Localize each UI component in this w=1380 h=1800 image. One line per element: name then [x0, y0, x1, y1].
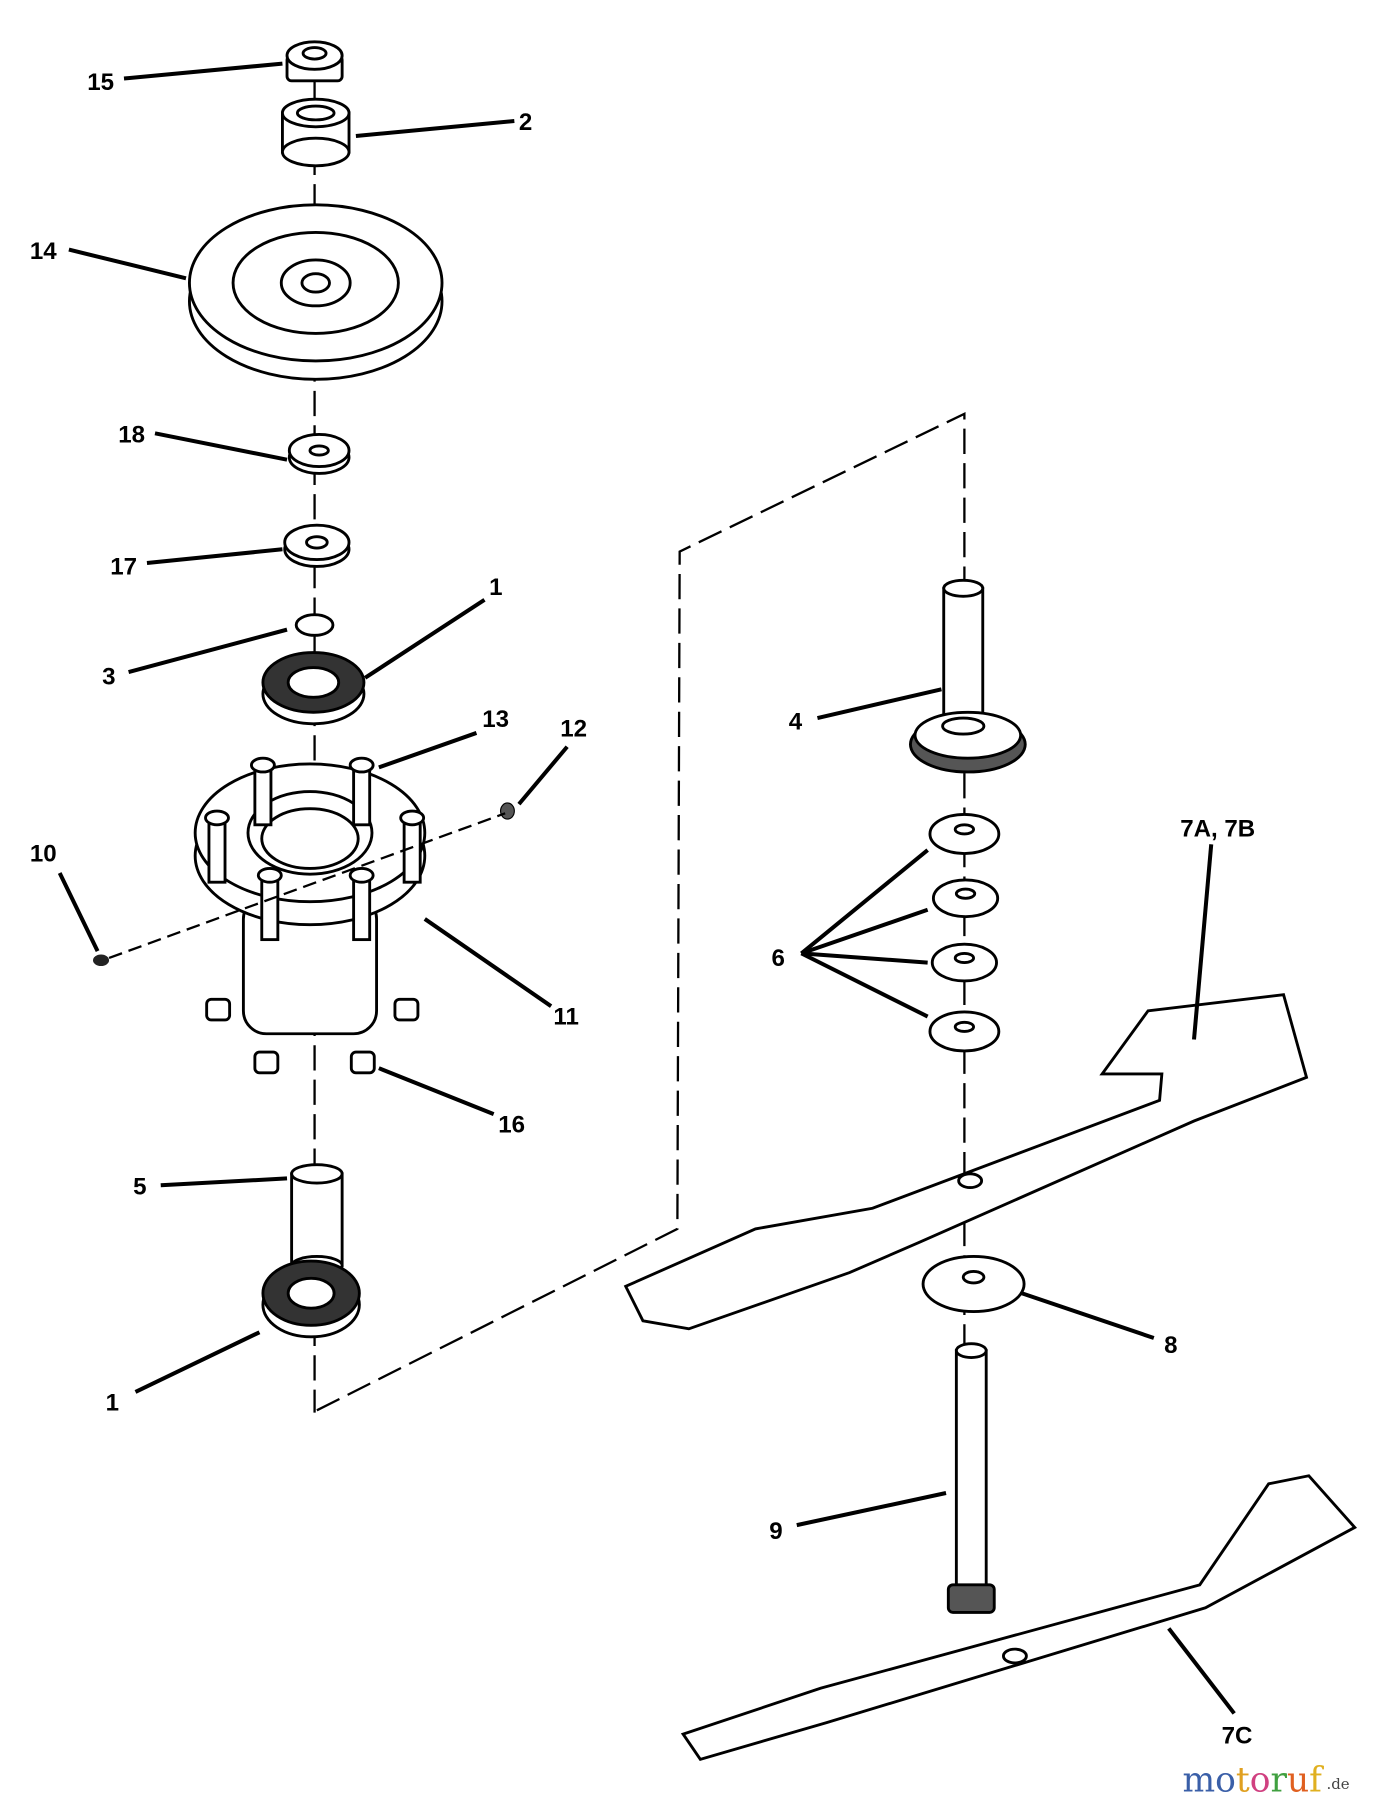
callout-6: 6 — [772, 945, 785, 972]
part-8-washer — [921, 1255, 1026, 1314]
part-6-shims — [928, 813, 1001, 1053]
part-1-bearing-top — [261, 651, 366, 726]
callout-1-top: 1 — [489, 574, 502, 601]
callout-3: 3 — [102, 664, 115, 691]
callout-15: 15 — [87, 69, 114, 96]
callout-9: 9 — [769, 1518, 782, 1545]
part-11-spindle-housing — [193, 762, 427, 1036]
part-3-snap-ring — [294, 613, 335, 637]
part-10-fitting — [92, 954, 110, 967]
part-18-washer — [287, 433, 351, 475]
fitting-axis-line — [108, 812, 506, 960]
callout-13: 13 — [482, 706, 509, 733]
callout-17: 17 — [110, 554, 137, 581]
callout-1-bottom: 1 — [106, 1389, 119, 1416]
callout-11: 11 — [553, 1004, 578, 1031]
leader-lines — [57, 61, 1236, 1715]
part-7c-blade — [680, 1474, 1358, 1762]
callout-4: 4 — [789, 709, 803, 736]
callout-12: 12 — [560, 715, 587, 742]
part-14-pulley — [187, 203, 444, 381]
callout-7a-7b: 7A, 7B — [1180, 815, 1255, 842]
watermark-word: motoruf — [1183, 1760, 1325, 1800]
callout-2: 2 — [519, 109, 532, 136]
part-15-nut — [285, 40, 344, 83]
part-1-bearing-bottom — [261, 1259, 361, 1339]
part-13-bolts — [204, 756, 426, 942]
callout-18: 18 — [118, 421, 145, 448]
callout-7c: 7C — [1222, 1722, 1253, 1749]
part-12-fitting — [499, 802, 515, 820]
part-16-nuts — [205, 997, 420, 1075]
blade-7c-center-hole — [1001, 1647, 1028, 1665]
motoruf-watermark: motoruf .de — [1183, 1760, 1350, 1800]
callout-14: 14 — [30, 238, 57, 265]
part-2-bushing — [280, 97, 351, 168]
callout-5: 5 — [133, 1173, 146, 1200]
blade-center-hole — [957, 1172, 984, 1190]
callout-10: 10 — [30, 841, 57, 868]
part-17-washer — [283, 523, 351, 568]
part-7a-7b-blade — [623, 993, 1309, 1331]
part-9-bolt — [946, 1342, 996, 1614]
callout-16: 16 — [498, 1111, 525, 1138]
part-4-spindle-shaft — [908, 578, 1027, 774]
watermark-suffix: .de — [1326, 1775, 1349, 1793]
part-5-spacer — [290, 1163, 344, 1277]
callout-8: 8 — [1164, 1332, 1177, 1359]
